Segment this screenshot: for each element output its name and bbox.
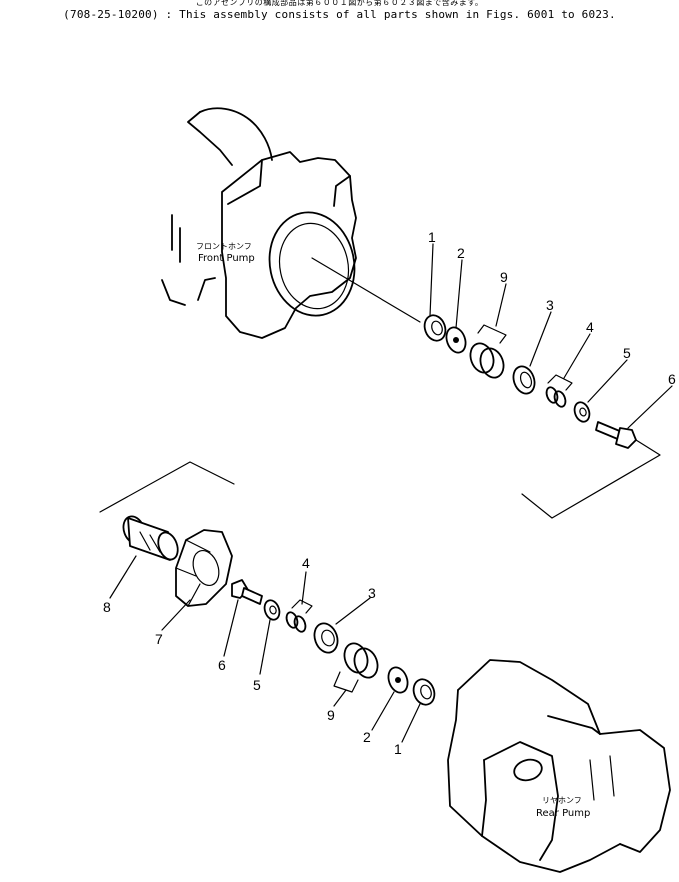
upper-lower-connector-line [521, 439, 661, 519]
callout-upper-1: 1 [428, 229, 436, 245]
callout-upper-9: 9 [500, 269, 508, 285]
callout-lower-5: 5 [253, 677, 261, 693]
lower-part-7-flange [175, 529, 233, 607]
upper-leader-lines [429, 243, 673, 429]
upper-part-4-spacers [545, 374, 573, 408]
lower-part-5-washer [263, 599, 281, 621]
lower-part-8-sleeve [122, 515, 179, 561]
lower-callouts: 8 7 6 5 4 3 9 2 1 [103, 555, 402, 757]
callout-lower-8: 8 [103, 599, 111, 615]
callout-lower-9: 9 [327, 707, 335, 723]
upper-part-9-rings [469, 324, 507, 379]
lower-leader-lines [109, 555, 421, 743]
header-note-en: (708-25-10200) : This assembly consists … [63, 8, 616, 21]
lower-part-6-bolt [231, 579, 263, 605]
callout-upper-5: 5 [623, 345, 631, 361]
callout-lower-4: 4 [302, 555, 310, 571]
callout-upper-6: 6 [668, 371, 676, 387]
callout-upper-2: 2 [457, 245, 465, 261]
rear-pump-label-en: Rear Pump [536, 808, 590, 819]
upper-part-2-washer [445, 326, 467, 354]
lower-part-1-nut [412, 678, 436, 706]
rear-pump-label-jp: リヤホンフ [542, 796, 582, 805]
rear-pump-drawing: リヤホンフ Rear Pump [447, 659, 671, 873]
upper-part-5-washer [573, 401, 591, 423]
lower-part-2-washer [387, 666, 409, 694]
front-assembly-axis-line [311, 257, 421, 323]
lower-part-9-rings [333, 642, 379, 693]
lower-part-3-bearing [313, 622, 339, 654]
callout-lower-1: 1 [394, 741, 402, 757]
upper-part-6-bolt [595, 421, 637, 449]
callout-upper-4: 4 [586, 319, 594, 335]
upper-part-1-nut [423, 314, 447, 342]
callout-upper-3: 3 [546, 297, 554, 313]
callout-lower-6: 6 [218, 657, 226, 673]
callout-lower-2: 2 [363, 729, 371, 745]
header-note-jp: このアセンブリの構成部品は第６００１図から第６０２３図まで含みます。 [195, 0, 484, 7]
front-pump-label-jp: フロントホンフ [196, 242, 252, 251]
callout-lower-7: 7 [155, 631, 163, 647]
upper-part-3-bearing [512, 365, 536, 395]
callout-lower-3: 3 [368, 585, 376, 601]
upper-callouts: 1 2 9 3 4 5 6 [428, 229, 676, 387]
front-pump-label-en: Front Pump [198, 253, 255, 264]
front-pump-drawing: フロントホンフ Front Pump [161, 107, 357, 339]
lower-left-connector-line [99, 461, 235, 513]
lower-part-4-spacers [285, 599, 313, 633]
